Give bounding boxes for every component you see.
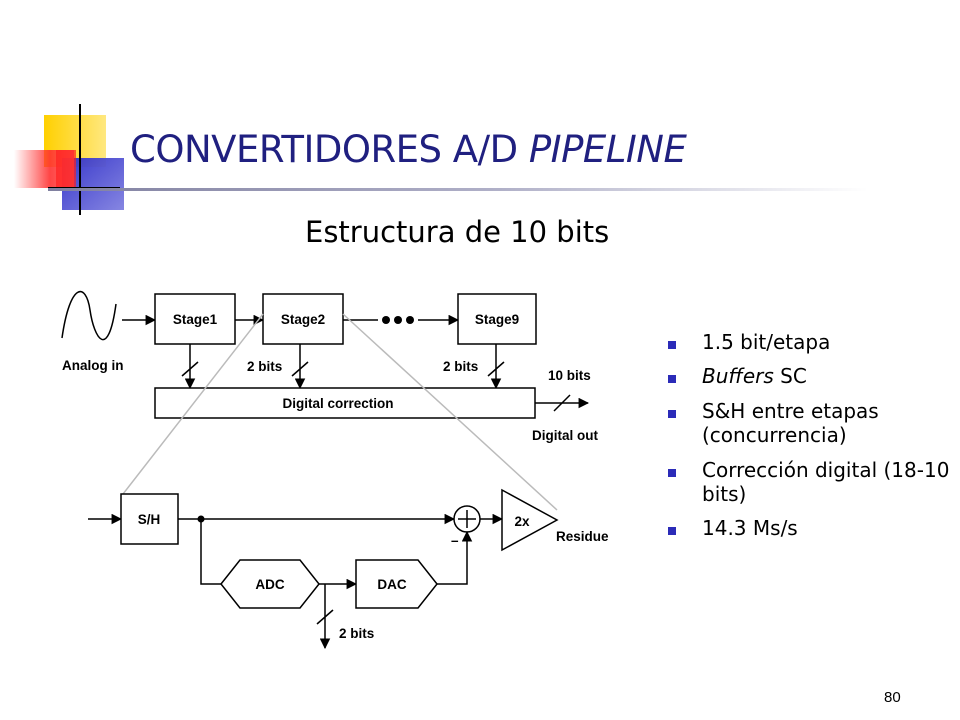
bus-slash — [553, 394, 571, 412]
bus-slash — [487, 361, 505, 377]
analog-input-sine-icon — [61, 291, 117, 341]
square-bullet-icon — [668, 409, 676, 418]
title-underline — [48, 188, 868, 191]
stage2-label: Stage2 — [281, 312, 325, 327]
adc-label: ADC — [255, 577, 284, 592]
digital-correction-block — [154, 387, 536, 419]
gain-label: 2x — [514, 514, 530, 529]
bullet-item: 1.5 bit/etapa — [665, 330, 955, 354]
label-digital-out: Digital out — [532, 428, 598, 443]
bullet-text: SC — [773, 364, 807, 389]
stage9-label: Stage9 — [475, 312, 519, 327]
page-number: 80 — [884, 689, 901, 706]
bullet-italic-text: Buffers — [702, 364, 774, 389]
stage1-block — [154, 293, 236, 345]
bus-slash — [291, 361, 309, 377]
slide-subtitle: Estructura de 10 bits — [305, 215, 610, 249]
square-bullet-icon — [668, 468, 676, 477]
bullet-text: 1.5 bit/etapa — [702, 330, 831, 354]
digital-correction-label: Digital correction — [282, 396, 393, 411]
square-bullet-icon — [668, 341, 676, 349]
bullet-text: S&H entre etapas (concurrencia) — [702, 398, 879, 448]
stage9-block — [457, 293, 537, 345]
gain-amplifier — [501, 488, 559, 552]
ellipsis-dot — [394, 316, 402, 324]
bus-slash — [316, 609, 334, 625]
label-2-bits-stage2: 2 bits — [247, 359, 282, 374]
bullet-text: Corrección digital (18-10 bits) — [702, 457, 950, 506]
label-10-bits: 10 bits — [548, 368, 591, 383]
ellipsis-dot — [382, 316, 390, 324]
dac-label: DAC — [377, 577, 406, 592]
label-2-bits-bottom: 2 bits — [339, 626, 374, 641]
decorative-logo-icon — [14, 104, 124, 215]
label-2-bits-stage9: 2 bits — [443, 359, 478, 374]
summer-minus-sign: – — [451, 533, 459, 548]
sample-hold-label: S/H — [138, 512, 161, 527]
bullet-item: S&H entre etapas (concurrencia) — [665, 399, 955, 448]
pipeline-adc-diagram: Analog in Stage1 Stage2 Stage9 2 bits 2 … — [61, 291, 609, 650]
slide-title-main: CONVERTIDORES A/D — [130, 128, 529, 171]
bullet-item: 14.3 Ms/s — [665, 516, 955, 540]
dac-to-summer-arrow — [437, 530, 473, 585]
stage2-block — [262, 293, 344, 345]
bullet-item: Corrección digital (18-10 bits) — [665, 458, 955, 507]
square-bullet-icon — [668, 375, 676, 384]
bullet-text: 14.3 Ms/s — [702, 516, 798, 541]
slide-title: CONVERTIDORES A/D PIPELINE — [130, 128, 687, 171]
bullet-item: Buffers SC — [665, 364, 955, 388]
feature-bullet-list: 1.5 bit/etapa Buffers SC S&H entre etapa… — [665, 330, 955, 551]
zoom-line-right — [342, 313, 558, 511]
stage1-label: Stage1 — [173, 312, 218, 327]
square-bullet-icon — [668, 527, 676, 536]
bus-slash — [181, 361, 199, 377]
label-analog-in: Analog in — [62, 358, 124, 373]
zoom-line-left — [122, 313, 264, 495]
junction-to-adc-line — [200, 519, 221, 585]
logo-red-square — [56, 150, 76, 188]
ellipsis-dot — [406, 316, 414, 324]
slide-title-italic: PIPELINE — [528, 128, 687, 171]
label-residue: Residue — [556, 529, 609, 544]
